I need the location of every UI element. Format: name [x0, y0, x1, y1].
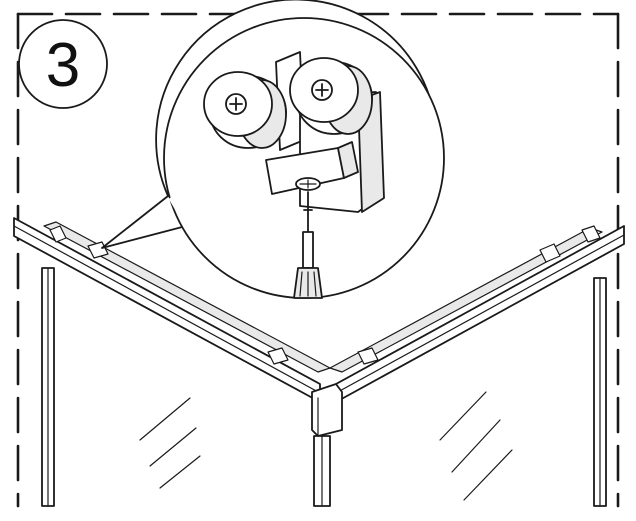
screwdriver-icon	[293, 191, 323, 299]
right-panel-frame	[335, 225, 625, 507]
detail-callout	[101, 0, 445, 299]
rail-clip	[357, 347, 379, 365]
rail-clip	[49, 225, 67, 243]
rail-clip	[539, 243, 561, 263]
rail-clip	[87, 241, 109, 259]
rail-clip	[581, 225, 601, 243]
rail-clips	[49, 225, 601, 365]
corner-post	[311, 383, 343, 507]
roller-left	[203, 71, 287, 149]
step-badge: 3	[18, 19, 108, 109]
top-rails	[43, 221, 603, 373]
rail-clip	[267, 347, 289, 365]
roller-right	[289, 57, 373, 135]
step-number: 3	[46, 31, 80, 100]
glass-reflections	[139, 391, 513, 501]
